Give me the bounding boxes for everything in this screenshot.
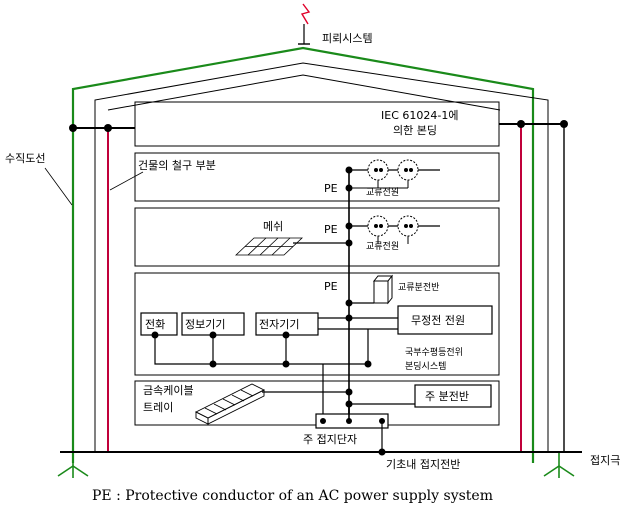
cable-tray-label-line2: 트레이 (143, 401, 173, 414)
ac-distribution-panel-label: 교류분전반 (398, 282, 439, 293)
floor-box-1 (134, 152, 500, 202)
outer-down-conductor (71, 46, 535, 463)
earth-electrode-right (543, 452, 575, 478)
iec-bonding-label-line1: IEC 61024-1에 (381, 109, 458, 122)
lightning-bolt-icon (300, 3, 311, 25)
telephone-box (140, 312, 178, 336)
mesh-label: 메쉬 (263, 220, 283, 233)
building-inner-roof (107, 74, 501, 111)
down-conductor-pointer (44, 167, 73, 206)
iec-bonding-label-line2: 의한 본딩 (393, 124, 437, 137)
main-distribution-panel-box (414, 384, 492, 408)
lightning-system-label: 피뢰시스템 (322, 32, 373, 45)
local-bonding-label-line2: 본딩시스템 (405, 360, 446, 372)
telephone-label: 전화 (145, 318, 165, 331)
ac-outlet-icon (397, 159, 419, 181)
local-bonding-bus (154, 329, 369, 365)
earth-electrode-label: 접지극 (590, 454, 620, 467)
floor-box-2 (134, 207, 500, 267)
pe-label-1: PE (324, 182, 338, 195)
ac-outlet-icon (367, 215, 389, 237)
pe-label-3: PE (324, 280, 338, 293)
lightning-protection-symbol (298, 3, 311, 45)
building-roof-outline (94, 62, 549, 452)
ac-outlet-icon (397, 215, 419, 237)
main-distribution-panel-label: 주 분전반 (425, 390, 469, 403)
ac-outlet-icon (367, 159, 389, 181)
pe-label-2: PE (324, 223, 338, 236)
electronic-equipment-label: 전자기기 (259, 318, 299, 331)
diagram-caption: PE : Protective conductor of an AC power… (92, 488, 493, 504)
cable-tray-label-line1: 금속케이블 (143, 384, 194, 397)
earth-electrode-left (57, 452, 89, 478)
ups-label: 무정전 전원 (411, 314, 465, 327)
mesh-grid-icon (234, 237, 304, 256)
ac-power-label-1: 교류전원 (366, 187, 399, 198)
foundation-earth-label: 기초내 접지전반 (386, 458, 460, 471)
ac-power-label-2: 교류전원 (366, 241, 399, 252)
cable-tray-icon (194, 383, 266, 425)
floor-box-3 (134, 272, 500, 376)
ups-box (397, 305, 493, 335)
down-conductor-label: 수직도선 (5, 152, 45, 165)
info-equipment-label: 정보기기 (185, 318, 225, 331)
building-steel-pointer (109, 171, 144, 191)
local-bonding-label-line1: 국부수평등전위 (405, 347, 463, 358)
building-steel-label: 건물의 철구 부분 (138, 159, 216, 172)
main-earthing-terminal-label: 주 접지단자 (303, 433, 357, 446)
ac-distribution-panel-icon (372, 274, 394, 305)
